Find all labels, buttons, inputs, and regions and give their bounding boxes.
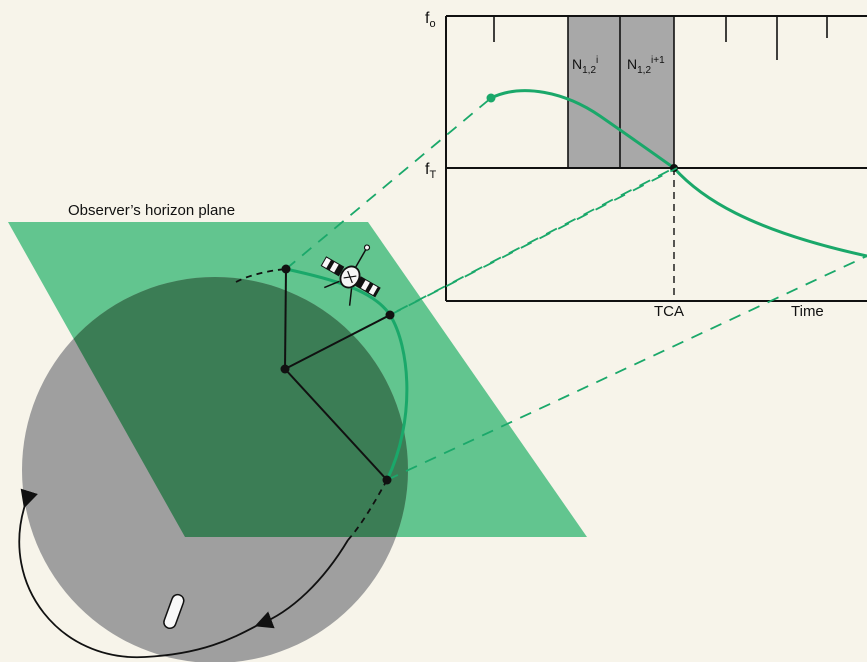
center-to-top-point <box>284 268 287 370</box>
projection-line-1 <box>285 97 492 270</box>
satellite-path-after-dashed <box>347 479 388 541</box>
earth-rotation-arc <box>18 488 259 658</box>
interval-shade-1 <box>568 16 620 168</box>
path-point-top <box>281 264 291 274</box>
frequency-graph <box>445 15 867 302</box>
plane-earth-overlap <box>22 277 408 537</box>
orbit-direction-arrow <box>254 539 349 629</box>
projection-line-3 <box>389 167 678 316</box>
center-to-middle-point <box>284 314 391 370</box>
tca-label: TCA <box>654 303 684 320</box>
center-to-bottom-point <box>284 368 388 481</box>
satellite-icon <box>320 244 381 306</box>
geometry-lines <box>284 268 391 481</box>
satellite-path-before-dashed <box>235 268 287 283</box>
path-point-center <box>280 364 290 374</box>
time-label: Time <box>791 303 824 320</box>
horizon-plane-label: Observer’s horizon plane <box>68 202 235 219</box>
interval-shade-2 <box>620 16 674 168</box>
interval-label-1: N1,2i <box>572 55 598 76</box>
frequency-curve <box>490 89 867 258</box>
path-point-middle <box>385 310 395 320</box>
f0-axis-label: fo <box>425 10 436 30</box>
interval-label-2: N1,2i+1 <box>627 55 665 76</box>
ground-observer-marker <box>163 593 185 630</box>
path-point-bottom <box>382 475 392 485</box>
ft-axis-label: fT <box>425 161 436 181</box>
projection-line-4 <box>386 255 867 481</box>
